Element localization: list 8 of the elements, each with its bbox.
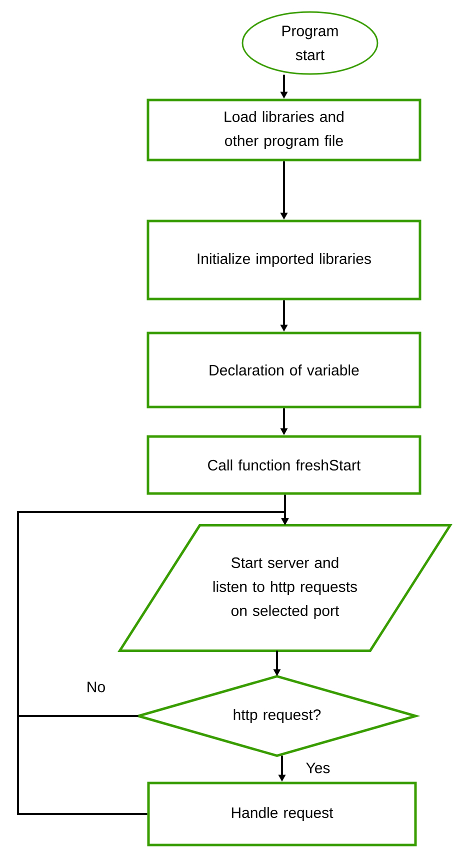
process-box: Initialize imported libraries — [146, 220, 422, 300]
arrow — [17, 511, 289, 815]
process-box: Declaration of variable — [146, 332, 422, 408]
edge-label: Yes — [304, 762, 332, 774]
process-box: Handle request — [147, 782, 417, 846]
process-box: Load libraries and other program file — [146, 98, 422, 162]
process-box: Call function freshStart — [146, 435, 422, 495]
edge-label: No — [85, 680, 107, 694]
